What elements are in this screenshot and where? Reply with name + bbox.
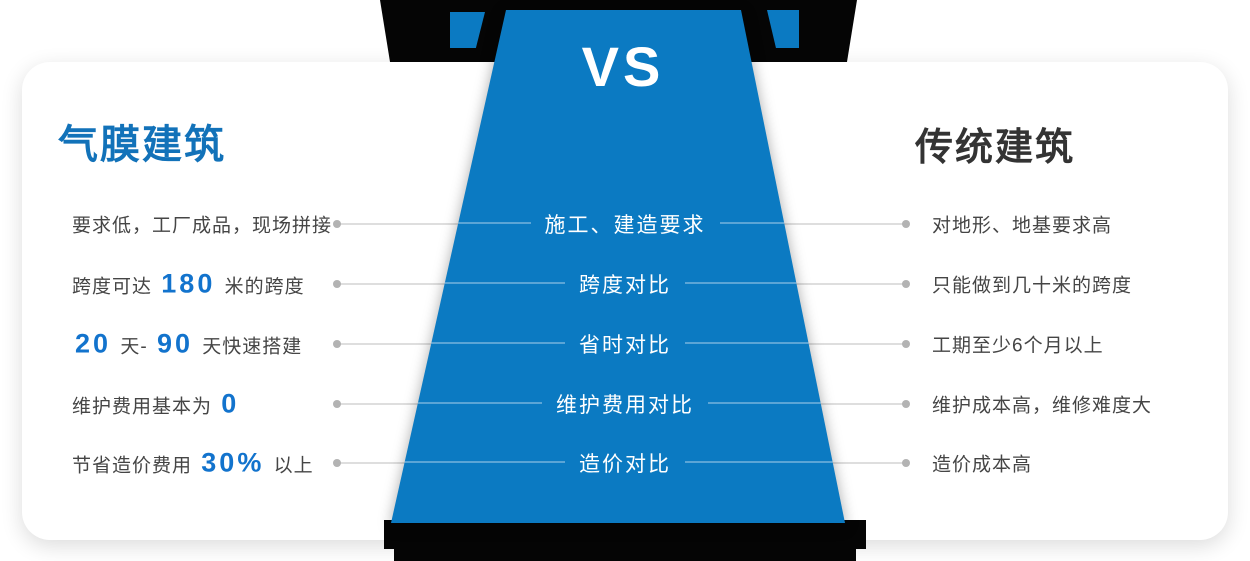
- left-dot: [333, 220, 341, 228]
- highlight-value: 90: [156, 328, 193, 359]
- connector-line: [338, 223, 908, 225]
- left-column-title: 气膜建筑: [58, 123, 226, 167]
- right-row-span: 只能做到几十米的跨度: [932, 275, 1133, 297]
- right-column-title: 传统建筑: [915, 127, 1076, 169]
- highlight-value: 0: [221, 388, 240, 419]
- row-text-segment: 以上: [267, 455, 314, 477]
- connector-line: [338, 283, 908, 285]
- right-dot: [902, 459, 910, 467]
- left-row-maintenance: 维护费用基本为 0: [72, 389, 242, 420]
- connector-line: [338, 403, 908, 405]
- right-row-requirements: 对地形、地基要求高: [932, 215, 1113, 237]
- highlight-value: 20: [75, 328, 112, 359]
- left-dot: [333, 340, 341, 348]
- left-row-cost: 节省造价费用 30% 以上: [72, 448, 314, 479]
- row-text-segment: 维护费用基本为: [72, 396, 219, 418]
- right-row-time: 工期至少6个月以上: [932, 335, 1104, 357]
- row-text-segment: 节省造价费用: [72, 455, 199, 477]
- left-dot: [333, 280, 341, 288]
- right-dot: [902, 280, 910, 288]
- left-row-time: 20 天- 90 天快速搭建: [72, 329, 302, 360]
- left-dot: [333, 400, 341, 408]
- left-row-span: 跨度可达 180 米的跨度: [72, 269, 305, 300]
- right-dot: [902, 220, 910, 228]
- bottom-ribbon-bar: [384, 520, 866, 549]
- highlight-value: 30%: [201, 447, 265, 478]
- row-text-segment: 要求低，工厂成品，现场拼接: [72, 215, 333, 237]
- row-text-segment: 跨度可达: [72, 276, 159, 298]
- connector-line: [338, 462, 908, 464]
- right-dot: [902, 400, 910, 408]
- row-text-segment: 天快速搭建: [195, 336, 303, 358]
- connector-line: [338, 343, 908, 345]
- row-text-segment: 米的跨度: [218, 276, 305, 298]
- row-text-segment: 天-: [114, 336, 154, 358]
- right-row-maintenance: 维护成本高，维修难度大: [932, 395, 1153, 417]
- right-row-cost: 造价成本高: [932, 454, 1033, 476]
- highlight-value: 180: [161, 268, 216, 299]
- right-dot: [902, 340, 910, 348]
- left-dot: [333, 459, 341, 467]
- left-row-requirements: 要求低，工厂成品，现场拼接: [72, 211, 332, 238]
- bottom-ribbon-bar-lower: [394, 549, 856, 561]
